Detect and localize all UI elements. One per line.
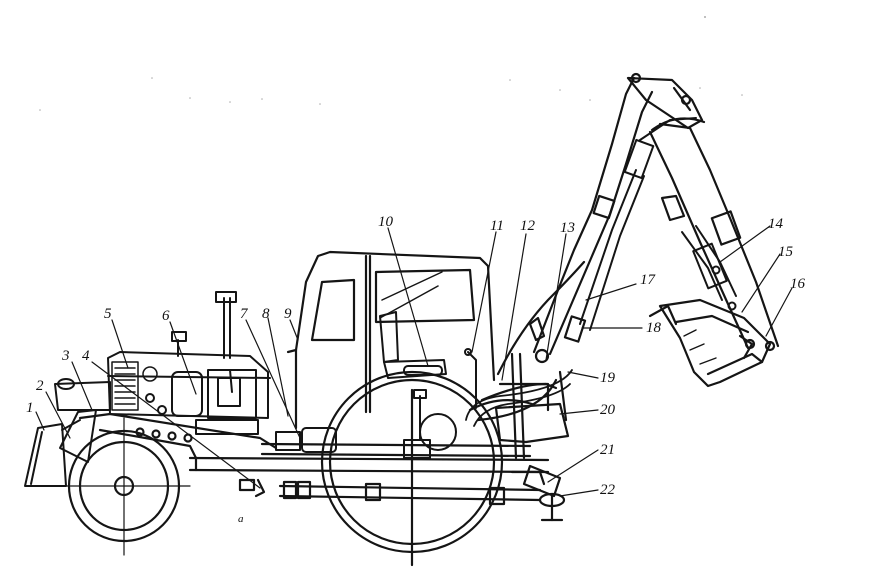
hydraulic-hoses bbox=[465, 369, 573, 427]
label-20: 20 bbox=[600, 402, 616, 418]
label-17: 17 bbox=[640, 272, 657, 288]
boom-arm bbox=[496, 76, 654, 376]
callout-leaders bbox=[35, 225, 793, 497]
hydraulic-tank bbox=[275, 389, 457, 459]
label-21: 21 bbox=[600, 442, 615, 458]
label-4: 4 bbox=[82, 348, 90, 364]
label-13: 13 bbox=[560, 220, 575, 236]
engine-block bbox=[145, 369, 259, 435]
label-9: 9 bbox=[284, 306, 292, 322]
boom-cylinder bbox=[579, 117, 697, 331]
bucket bbox=[648, 298, 776, 388]
label-16: 16 bbox=[790, 276, 806, 292]
front-wheel bbox=[59, 417, 191, 556]
label-19: 19 bbox=[600, 370, 616, 386]
label-12: 12 bbox=[520, 218, 536, 234]
label-10: 10 bbox=[378, 214, 394, 230]
stick-cylinder bbox=[681, 225, 737, 311]
label-6: 6 bbox=[162, 308, 170, 324]
callout-labels: 1 2 3 4 5 6 7 8 9 10 11 12 13 14 15 16 1… bbox=[26, 214, 806, 525]
label-2: 2 bbox=[36, 378, 44, 394]
rear-wheel bbox=[320, 370, 504, 567]
stabilizer-blade bbox=[24, 409, 97, 487]
scan-noise bbox=[39, 16, 743, 111]
stick-arm bbox=[648, 117, 780, 350]
label-8: 8 bbox=[262, 306, 270, 322]
operator-seat bbox=[379, 311, 477, 409]
label-11: 11 bbox=[490, 218, 504, 234]
operator-cab bbox=[286, 250, 496, 430]
label-22: 22 bbox=[600, 482, 616, 498]
label-7: 7 bbox=[240, 306, 249, 322]
chassis-frame bbox=[78, 412, 550, 506]
label-5: 5 bbox=[104, 306, 112, 322]
label-1: 1 bbox=[26, 400, 34, 416]
label-15: 15 bbox=[778, 244, 794, 260]
boom-head bbox=[626, 72, 704, 130]
label-14: 14 bbox=[768, 216, 784, 232]
stray-mark: a bbox=[238, 513, 244, 525]
label-18: 18 bbox=[646, 320, 662, 336]
boom-swing-mount bbox=[468, 348, 570, 522]
label-3: 3 bbox=[61, 348, 70, 364]
